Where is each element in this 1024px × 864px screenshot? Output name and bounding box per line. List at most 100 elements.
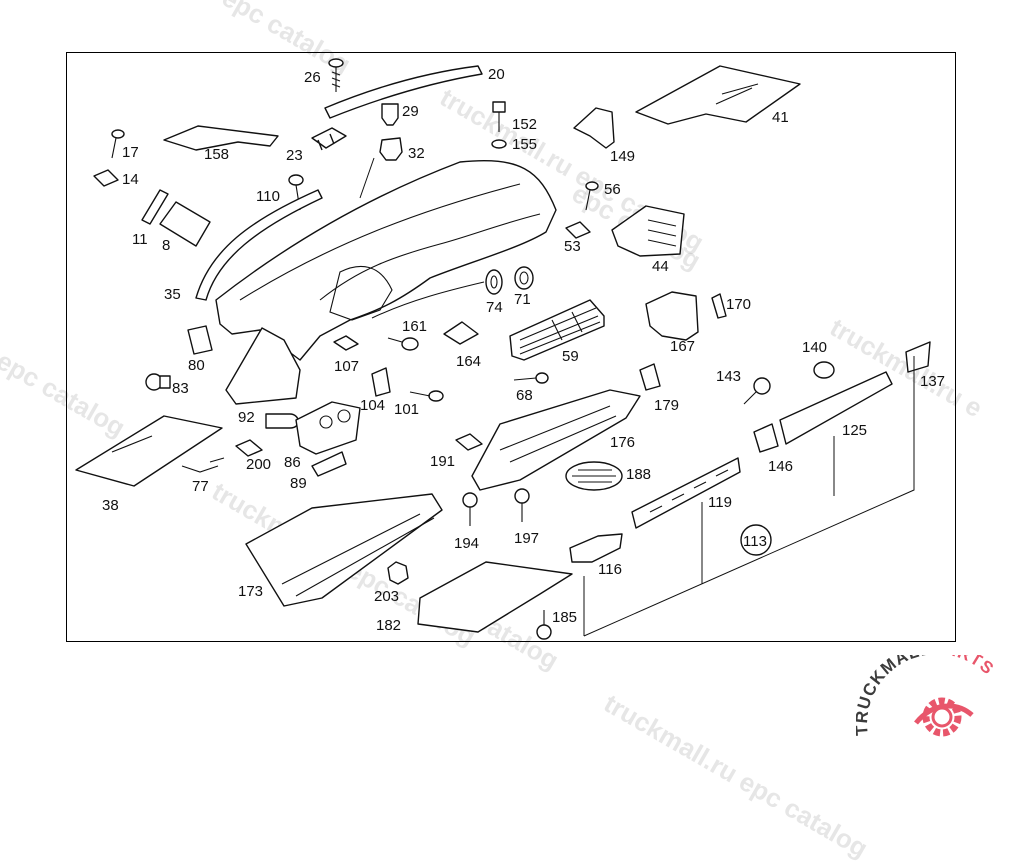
callout-188: 188	[626, 466, 651, 483]
callout-80: 80	[188, 357, 205, 374]
part-197-screw	[514, 488, 530, 522]
part-101-screw	[409, 390, 444, 402]
callout-158: 158	[204, 146, 229, 163]
callout-35: 35	[164, 286, 181, 303]
part-104-bracket	[371, 367, 391, 397]
part-152-bolt	[492, 101, 506, 132]
svg-text:TRUCKMALLPARTS: TRUCKMALLPARTS	[856, 655, 998, 736]
part-dashboard-main	[215, 159, 557, 361]
callout-146: 146	[768, 458, 793, 475]
callout-179: 179	[654, 397, 679, 414]
callout-14: 14	[122, 171, 139, 188]
part-149-bracket	[573, 107, 615, 149]
logo-word-truckmall: TRUCKMALL	[856, 655, 933, 736]
callout-56: 56	[604, 181, 621, 198]
callout-185: 185	[552, 609, 577, 626]
part-164-bracket	[443, 321, 479, 345]
callout-53: 53	[564, 238, 581, 255]
callout-89: 89	[290, 475, 307, 492]
callout-101: 101	[394, 401, 419, 418]
callout-194: 194	[454, 535, 479, 552]
callout-26: 26	[304, 69, 321, 86]
part-80-clip	[187, 325, 213, 355]
callout-116: 116	[598, 561, 622, 578]
part-92-side-panel	[225, 327, 301, 405]
part-140-cap	[813, 361, 835, 379]
callout-113-circle	[740, 524, 772, 556]
part-125-trim-strip	[779, 371, 893, 445]
part-77-cable	[181, 457, 225, 473]
callout-68: 68	[516, 387, 533, 404]
assembly-113-lines	[583, 356, 915, 637]
callout-155: 155	[512, 136, 537, 153]
part-20-trim-strip	[324, 65, 483, 119]
part-8-trim	[159, 201, 211, 247]
callout-176: 176	[610, 434, 635, 451]
part-56-screw	[585, 181, 599, 211]
callout-86: 86	[284, 454, 301, 471]
callout-71: 71	[514, 291, 531, 308]
callout-41: 41	[772, 109, 789, 126]
callout-161: 161	[402, 318, 427, 335]
callout-23: 23	[286, 147, 303, 164]
part-185-screw	[536, 610, 552, 640]
callout-107: 107	[334, 358, 359, 375]
diagram-frame	[66, 52, 956, 642]
part-23-bracket	[311, 127, 347, 151]
callout-143: 143	[716, 368, 741, 385]
callout-170: 170	[726, 296, 751, 313]
callout-113: 113	[743, 533, 767, 550]
callout-29: 29	[402, 103, 419, 120]
part-194-screw	[462, 492, 478, 526]
brand-logo: TRUCKMALLPARTS	[856, 655, 998, 737]
part-170-clip	[711, 293, 727, 319]
callout-140: 140	[802, 339, 827, 356]
callout-173: 173	[238, 583, 263, 600]
part-89-bracket	[311, 451, 347, 477]
part-44-side-vent	[611, 205, 685, 257]
part-68-screw	[513, 372, 549, 384]
part-143-nut	[743, 377, 771, 405]
part-203-nut	[387, 561, 409, 585]
callout-152: 152	[512, 116, 537, 133]
callout-38: 38	[102, 497, 119, 514]
callout-20: 20	[488, 66, 505, 83]
part-17-screw	[111, 129, 125, 159]
part-29-clip	[381, 103, 399, 126]
callout-119: 119	[708, 494, 732, 511]
callout-203: 203	[374, 588, 399, 605]
callout-59: 59	[562, 348, 579, 365]
part-26-screw	[328, 58, 344, 92]
part-173-glovebox	[245, 493, 443, 607]
callout-77: 77	[192, 478, 209, 495]
part-137-end-cap	[905, 341, 931, 373]
part-32-clip	[379, 137, 403, 161]
part-176-glovebox-lid	[471, 389, 641, 491]
part-74-ring	[485, 269, 503, 295]
callout-104: 104	[360, 397, 385, 414]
callout-197: 197	[514, 530, 539, 547]
gear-icon	[914, 697, 974, 737]
callout-92: 92	[238, 409, 255, 426]
callout-200: 200	[246, 456, 271, 473]
part-158-bracket	[163, 125, 279, 151]
part-119-trim-strip	[631, 457, 741, 529]
callout-11: 11	[132, 231, 148, 248]
callout-191: 191	[430, 453, 455, 470]
part-167-bracket	[645, 291, 699, 341]
part-14-clip-nut	[93, 169, 119, 187]
callout-32: 32	[408, 145, 425, 162]
part-155-washer	[491, 139, 507, 149]
part-35-trim-strip	[195, 189, 323, 301]
parts-diagram: 26 20 29 152 155 41 17 158 23 32 149 14 …	[75, 58, 945, 640]
callout-17: 17	[122, 144, 139, 161]
callout-83: 83	[172, 380, 189, 397]
part-116-bracket	[569, 533, 623, 563]
part-182-tray	[417, 561, 573, 633]
part-179-clip	[639, 363, 661, 391]
part-11-trim	[141, 189, 169, 225]
part-83-nut	[145, 373, 171, 391]
part-41-panel	[635, 65, 801, 125]
part-53-clip	[565, 221, 591, 239]
part-161-screw	[387, 337, 419, 351]
